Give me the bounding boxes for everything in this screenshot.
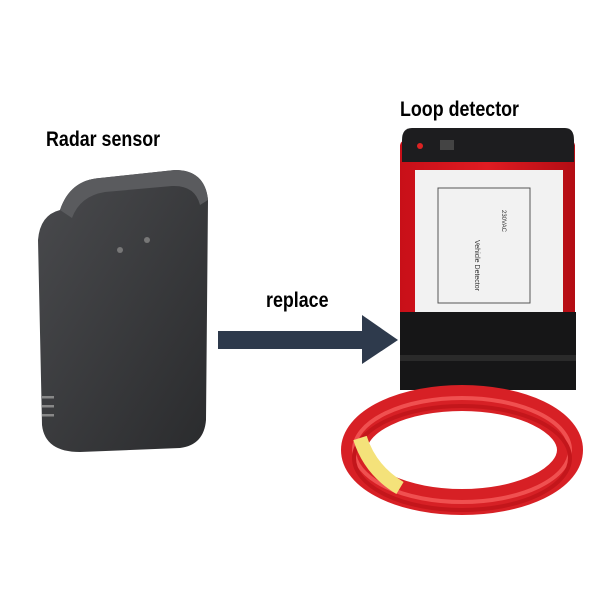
radar-sensor [38, 170, 208, 452]
loop-detector [400, 128, 576, 390]
radar-sensor-caption: Radar sensor [46, 128, 161, 151]
wire-coil [341, 385, 583, 515]
loop-detector-caption: Loop detector [400, 98, 519, 121]
replace-caption: replace [266, 289, 329, 312]
detector-label-title: Vehicle Detector [473, 240, 480, 291]
detector-label-voltage: 230VAC [500, 210, 506, 232]
replace-arrow [218, 315, 398, 364]
